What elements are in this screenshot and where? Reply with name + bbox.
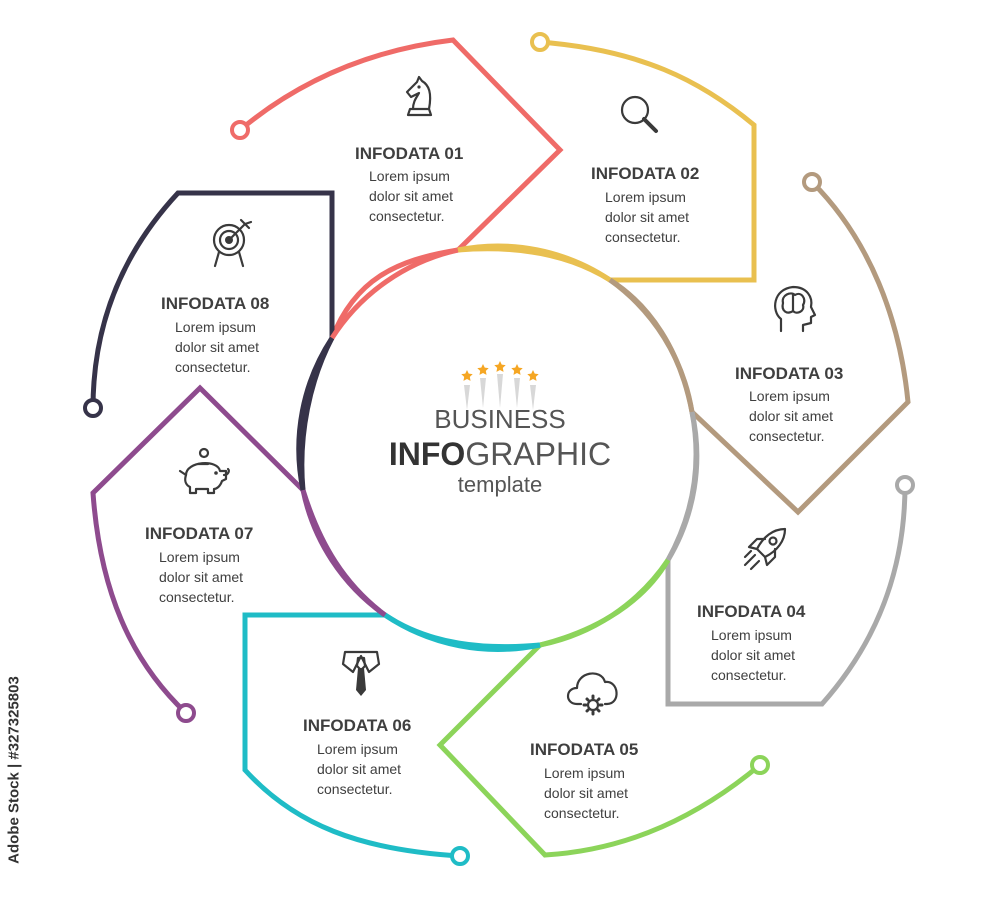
endpoint-dot-02 [530, 32, 550, 52]
ring-arc-01 [329, 247, 459, 340]
ring-arc-08 [296, 336, 335, 491]
ring-arc-04 [665, 411, 700, 562]
infodata-03-title: INFODATA 03 [735, 364, 843, 383]
infodata-05-line1: Lorem ipsum [544, 765, 625, 781]
infodata-08: INFODATA 08 Lorem ipsum dolor sit amet c… [161, 218, 269, 375]
head-brain-icon [774, 285, 817, 333]
center-info-bold: INFO [389, 436, 465, 472]
infodata-06-line1: Lorem ipsum [317, 741, 398, 757]
infodata-07-title: INFODATA 07 [145, 524, 253, 543]
infodata-01-line2: dolor sit amet [369, 188, 453, 204]
infodata-07: INFODATA 07 Lorem ipsum dolor sit amet c… [145, 447, 253, 605]
infodata-03-line2: dolor sit amet [749, 408, 833, 424]
infodata-07-line2: dolor sit amet [159, 569, 243, 585]
stock-credit-watermark: Adobe Stock | #327325803 [2, 655, 26, 885]
infodata-02-title: INFODATA 02 [591, 164, 699, 183]
center-template: template [458, 472, 542, 497]
ring-arc-06 [383, 612, 541, 652]
infodata-03: INFODATA 03 Lorem ipsum dolor sit amet c… [735, 285, 843, 444]
segment-06-outline [242, 612, 543, 859]
segment-02-outline [455, 39, 757, 283]
infodata-05-line3: consectetur. [544, 805, 620, 821]
infodata-04: INFODATA 04 Lorem ipsum dolor sit amet c… [697, 527, 806, 683]
segment-01-outline [237, 37, 564, 341]
infodata-07-line3: consectetur. [159, 589, 235, 605]
center-title: BUSINESS INFOGRAPHIC template [389, 361, 611, 497]
endpoint-dot-04 [895, 475, 915, 495]
endpoint-dot-07 [176, 703, 196, 723]
endpoint-dot-06 [450, 846, 470, 866]
infodata-04-line2: dolor sit amet [711, 647, 795, 663]
infodata-02-line2: dolor sit amet [605, 209, 689, 225]
infodata-05: INFODATA 05 Lorem ipsum dolor sit amet c… [530, 672, 638, 821]
infodata-03-line1: Lorem ipsum [749, 388, 830, 404]
infodata-05-title: INFODATA 05 [530, 740, 638, 759]
center-ring [296, 243, 700, 652]
infodata-03-line3: consectetur. [749, 428, 825, 444]
infodata-05-line2: dolor sit amet [544, 785, 628, 801]
infodata-04-title: INFODATA 04 [697, 602, 806, 621]
infodata-08-line1: Lorem ipsum [175, 319, 256, 335]
infodata-02-line3: consectetur. [605, 229, 681, 245]
chess-knight-icon [405, 75, 433, 117]
endpoint-dot-03 [802, 172, 822, 192]
stars-icon [461, 361, 539, 410]
cloud-gear-icon [566, 672, 618, 716]
center-graphic-light: GRAPHIC [465, 436, 611, 472]
rocket-icon [743, 527, 787, 571]
center-business: BUSINESS [434, 404, 566, 434]
infodata-08-line3: consectetur. [175, 359, 251, 375]
infodata-06-title: INFODATA 06 [303, 716, 411, 735]
magnifier-icon [620, 95, 658, 133]
infodata-01: INFODATA 01 Lorem ipsum dolor sit amet c… [355, 75, 463, 224]
infodata-08-title: INFODATA 08 [161, 294, 269, 313]
infodata-04-line1: Lorem ipsum [711, 627, 792, 643]
target-arrow-icon [212, 218, 253, 268]
ring-arc-07 [300, 489, 387, 618]
piggy-bank-icon [178, 447, 230, 495]
infodata-04-line3: consectetur. [711, 667, 787, 683]
infodata-07-line1: Lorem ipsum [159, 549, 240, 565]
ring-arc-03 [608, 277, 695, 413]
shirt-tie-icon [341, 650, 381, 696]
stock-credit-text: Adobe Stock | #327325803 [5, 676, 23, 864]
endpoint-dot-08 [83, 398, 103, 418]
infodata-02: INFODATA 02 Lorem ipsum dolor sit amet c… [591, 95, 699, 245]
infodata-06-line2: dolor sit amet [317, 761, 401, 777]
endpoint-dot-01 [230, 120, 250, 140]
ring-arc-05 [539, 558, 671, 648]
infodata-01-line1: Lorem ipsum [369, 168, 450, 184]
segment-08-outline [90, 190, 335, 493]
infodata-06-line3: consectetur. [317, 781, 393, 797]
infodata-08-line2: dolor sit amet [175, 339, 259, 355]
ring-arc-02 [457, 243, 612, 283]
infodata-01-title: INFODATA 01 [355, 144, 463, 163]
infodata-01-line3: consectetur. [369, 208, 445, 224]
infodata-06: INFODATA 06 Lorem ipsum dolor sit amet c… [303, 650, 411, 797]
endpoint-dot-05 [750, 755, 770, 775]
infodata-02-line1: Lorem ipsum [605, 189, 686, 205]
center-infographic: INFOGRAPHIC [389, 436, 611, 472]
